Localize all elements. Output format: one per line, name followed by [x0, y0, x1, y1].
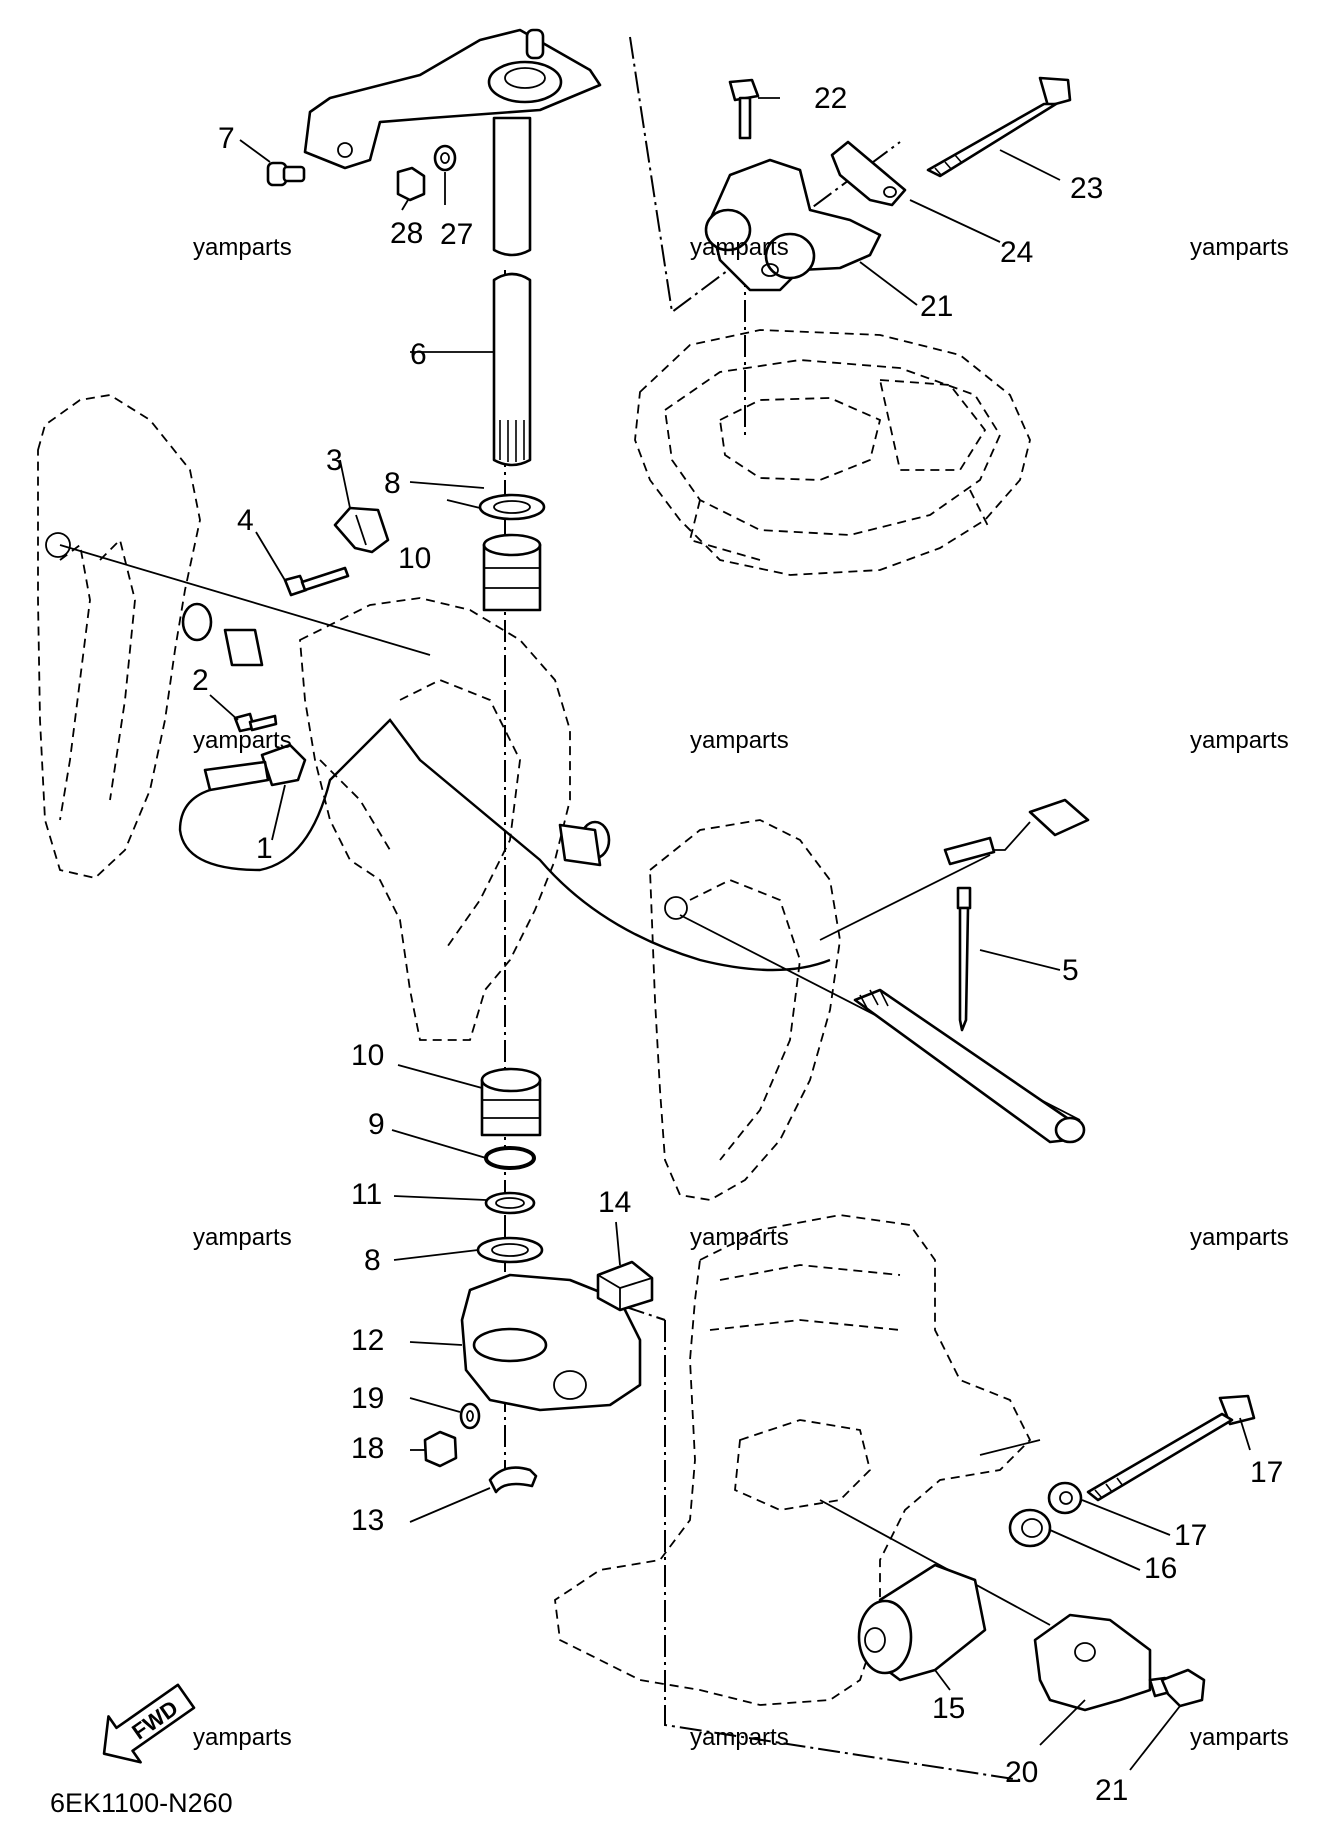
washer-11: [484, 1191, 536, 1215]
lower-casing-outline: [554, 1214, 1032, 1706]
callout-28: 28: [390, 217, 423, 250]
watermark-6: yamparts: [1190, 727, 1289, 754]
watermark-1: yamparts: [193, 234, 292, 261]
callout-19: 18: [351, 1432, 384, 1465]
clamp-3: [333, 506, 390, 554]
lower-mount-15: [857, 1563, 987, 1682]
callout-21: 20: [1005, 1756, 1038, 1789]
callout-8: 8: [384, 467, 401, 500]
cover-21: [1033, 1613, 1152, 1712]
callout-6: 6: [410, 338, 427, 371]
watermark-4: yamparts: [193, 727, 292, 754]
connector: [943, 798, 1090, 866]
bolt-25: [926, 76, 1072, 178]
watermark-11: yamparts: [690, 1724, 789, 1751]
callout-13: 13: [351, 1504, 384, 1537]
bushing-10-lower: [480, 1067, 542, 1137]
callout-3: 3: [326, 444, 343, 477]
watermark-3: yamparts: [1190, 234, 1289, 261]
catalog-code: 6EK1100-N260: [50, 1788, 233, 1818]
upper-casing-outline: [634, 329, 1031, 576]
callout-26: 24: [1000, 236, 1033, 269]
fwd-arrow: FWD: [102, 1683, 196, 1764]
bolt-7: [266, 161, 306, 187]
screw-2: [233, 712, 278, 733]
callout-24: 22: [814, 82, 847, 115]
leader-lines: [209, 97, 1251, 1771]
callout-labels: 7 28 27 6 3 4 8 10 22 23 24 21 5 2 1 10 …: [192, 82, 1283, 1807]
callout-14: 14: [598, 1186, 631, 1219]
callout-7: 7: [218, 122, 235, 155]
nut-28: [396, 166, 426, 202]
callout-12: 12: [351, 1324, 384, 1357]
lower-mount-housing-12: [460, 1273, 642, 1412]
callout-8-lower: 8: [364, 1244, 381, 1277]
washer-20: [459, 1402, 481, 1430]
callout-10-lower: 10: [351, 1039, 384, 1072]
center-lines: [59, 36, 1081, 1781]
bolt-18: [1086, 1394, 1256, 1502]
callout-17: 17: [1174, 1519, 1207, 1552]
stopper-14: [596, 1260, 654, 1312]
nut-19: [423, 1430, 458, 1468]
tilt-tube: [853, 988, 1086, 1144]
callout-27: 27: [440, 218, 473, 251]
callout-25: 23: [1070, 172, 1103, 205]
watermark-10: yamparts: [193, 1724, 292, 1751]
callout-23: 21: [920, 290, 953, 323]
bushing-10-upper: [482, 533, 542, 612]
steering-arm: [303, 28, 602, 170]
callout-10-upper: 10: [398, 542, 431, 575]
bolt-22: [1148, 1668, 1206, 1708]
watermarks: yamparts yamparts yamparts yamparts yamp…: [193, 234, 1289, 1751]
watermark-12: yamparts: [1190, 1724, 1289, 1751]
tie-wrap-5: [956, 886, 972, 1032]
watermark-7: yamparts: [193, 1224, 292, 1251]
callout-1: 1: [256, 832, 273, 865]
callout-5: 5: [1062, 954, 1079, 987]
watermark-5: yamparts: [690, 727, 789, 754]
left-bracket-outline: [37, 394, 201, 879]
clip-13: [488, 1466, 538, 1494]
callout-22: 21: [1095, 1774, 1128, 1807]
steering-shaft-6: [492, 116, 532, 467]
callout-20: 19: [351, 1382, 384, 1415]
upper-mount-23: [704, 158, 882, 292]
washer-27: [433, 144, 457, 172]
bolt-4: [283, 566, 350, 597]
washer-8-lower: [476, 1236, 544, 1264]
bolt-24: [728, 78, 760, 140]
o-ring-9: [484, 1146, 536, 1170]
swivel-bracket-outline: [299, 597, 571, 1041]
callout-2: 2: [192, 664, 209, 697]
plate-26: [830, 140, 907, 207]
washer-17: [1047, 1481, 1083, 1515]
watermark-8: yamparts: [690, 1224, 789, 1251]
callout-4: 4: [237, 504, 254, 537]
callout-18: 17: [1250, 1456, 1283, 1489]
trim-sensor-1: [178, 718, 831, 972]
bushing-8-upper: [478, 493, 546, 521]
watermark-2: yamparts: [690, 234, 789, 261]
washer-16: [1008, 1508, 1052, 1548]
callout-11: 11: [351, 1178, 382, 1211]
callout-9: 9: [368, 1108, 385, 1141]
right-bracket-outline: [649, 819, 841, 1201]
bracket-bushing: [181, 602, 611, 867]
callout-15: 15: [932, 1692, 965, 1725]
callout-16: 16: [1144, 1552, 1177, 1585]
watermark-9: yamparts: [1190, 1224, 1289, 1251]
